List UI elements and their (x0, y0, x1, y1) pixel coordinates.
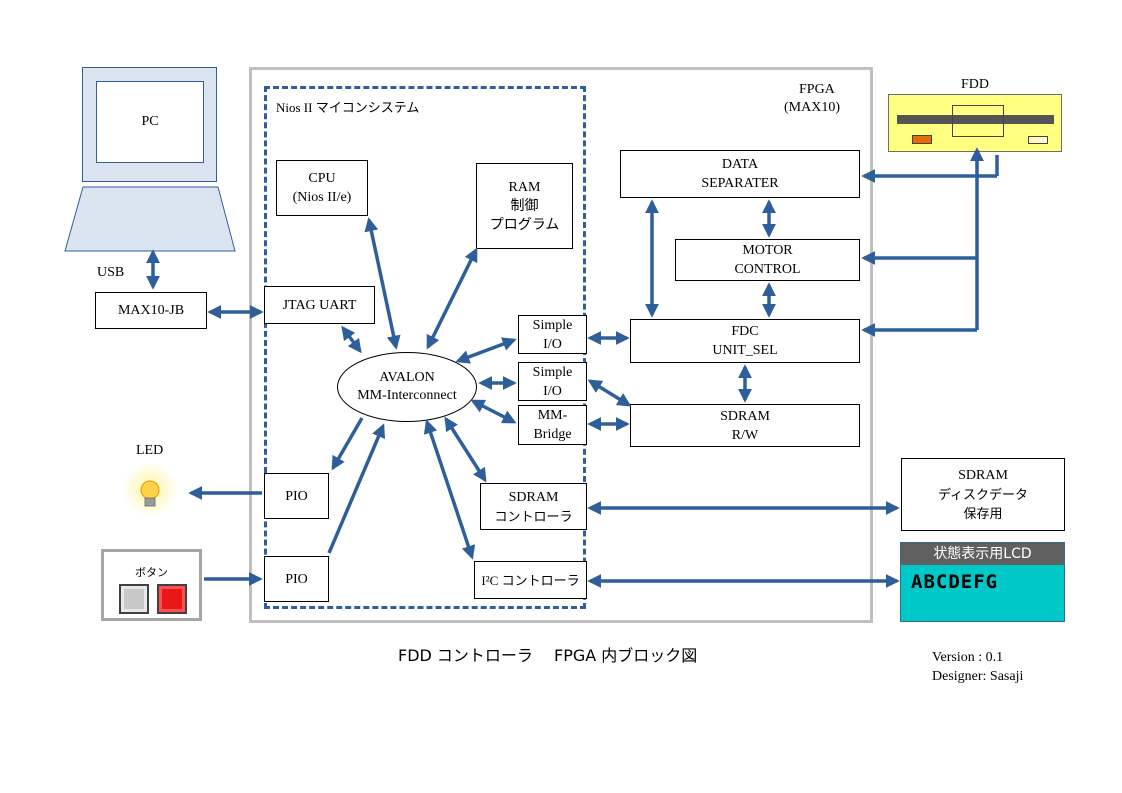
sdram-rw-line1: SDRAM (720, 408, 770, 424)
diagram-caption: FDD コントローラ FPGA 内ブロック図 (398, 646, 698, 665)
red-push-button-icon (157, 584, 187, 614)
cpu-block: CPU (Nios II/e) (276, 160, 368, 216)
mm-bridge-line1: MM- (537, 408, 568, 423)
version-info: Version : 0.1 Designer: Sasaji (932, 648, 1023, 686)
sdram-controller-block: SDRAM コントローラ (480, 483, 587, 530)
usb-label: USB (97, 265, 125, 280)
cpu-line1: CPU (308, 171, 336, 186)
sdram-disk-line3: 保存用 (963, 506, 1003, 521)
simple-io-2-line2: I/O (543, 383, 562, 399)
jtag-label: JTAG UART (282, 297, 357, 313)
pc-screen: PC (96, 81, 204, 163)
sdram-ctrl-line1: SDRAM (508, 489, 559, 505)
pio-led-label: PIO (285, 488, 308, 504)
led-label: LED (136, 443, 164, 458)
sdram-rw-line2: R/W (731, 427, 759, 443)
jtag-uart-block: JTAG UART (264, 286, 375, 324)
sdram-disk-line1: SDRAM (958, 468, 1008, 483)
fdd-label: FDD (961, 77, 990, 92)
gray-push-button-icon (119, 584, 149, 614)
status-lcd: 状態表示用LCD ABCDEFG (900, 542, 1065, 622)
sdram-rw-block: SDRAM R/W (630, 404, 860, 447)
data-separater-block: DATA SEPARATER (620, 150, 860, 198)
fdc-line1: FDC (731, 324, 759, 339)
button-panel: ボタン (101, 549, 202, 621)
fdd-slot (897, 115, 1054, 124)
motor-control-block: MOTOR CONTROL (675, 239, 860, 281)
pc-keyboard-icon (64, 186, 236, 252)
ram-line1: RAM (508, 179, 541, 195)
fdd-led (912, 135, 932, 144)
lcd-title: 状態表示用LCD (901, 543, 1064, 565)
fdd-door (952, 105, 1004, 137)
simple-io-1-line2: I/O (543, 336, 562, 352)
sdram-disk-block: SDRAM ディスクデータ 保存用 (901, 458, 1065, 531)
version-line: Version : 0.1 (932, 650, 1004, 665)
mm-bridge-block: MM- Bridge (518, 405, 587, 445)
pio-led-block: PIO (264, 473, 329, 519)
pio-button-block: PIO (264, 556, 329, 602)
simple-io-block-1: Simple I/O (518, 315, 587, 354)
pio-button-label: PIO (285, 571, 308, 587)
avalon-interconnect: AVALON MM-Interconnect (337, 352, 477, 422)
avalon-line1: AVALON (379, 370, 435, 385)
lightbulb-icon (122, 465, 178, 520)
pc-label: PC (141, 114, 159, 129)
max10-jb-label: MAX10-JB (117, 303, 185, 318)
i2c-controller-block: I²C コントローラ (474, 561, 587, 599)
ram-block: RAM 制御 プログラム (476, 163, 573, 249)
sdram-disk-line2: ディスクデータ (937, 487, 1029, 502)
data-sep-line1: DATA (721, 157, 759, 172)
pc-monitor-icon: PC (82, 67, 217, 182)
fpga-title-line1: FPGA (799, 82, 835, 97)
fpga-title-line2: (MAX10) (784, 100, 840, 115)
fdd-eject-button (1028, 136, 1048, 144)
avalon-line2: MM-Interconnect (357, 388, 457, 403)
nios-title: Nios II マイコンシステム (276, 100, 420, 115)
motor-line1: MOTOR (742, 243, 793, 258)
fpga-title: FPGA (799, 81, 835, 99)
i2c-label: I²C コントローラ (481, 572, 580, 588)
designer-line: Designer: Sasaji (932, 669, 1024, 684)
fdc-line2: UNIT_SEL (712, 343, 778, 358)
simple-io-1-line1: Simple (532, 317, 573, 333)
sdram-ctrl-line2: コントローラ (494, 508, 573, 524)
ram-line2: 制御 (510, 198, 539, 214)
simple-io-2-line1: Simple (532, 364, 573, 380)
lcd-display-text: ABCDEFG (911, 571, 999, 593)
simple-io-block-2: Simple I/O (518, 362, 587, 401)
motor-line2: CONTROL (734, 262, 801, 277)
fdd-drive-icon (888, 94, 1062, 152)
button-panel-label: ボタン (135, 566, 168, 579)
fdc-block: FDC UNIT_SEL (630, 319, 860, 363)
data-sep-line2: SEPARATER (701, 176, 779, 191)
mm-bridge-line2: Bridge (533, 427, 572, 442)
cpu-line2: (Nios II/e) (292, 190, 352, 205)
fpga-frame (249, 67, 873, 623)
ram-line3: プログラム (489, 217, 560, 233)
max10-jb-block: MAX10-JB (95, 292, 207, 329)
